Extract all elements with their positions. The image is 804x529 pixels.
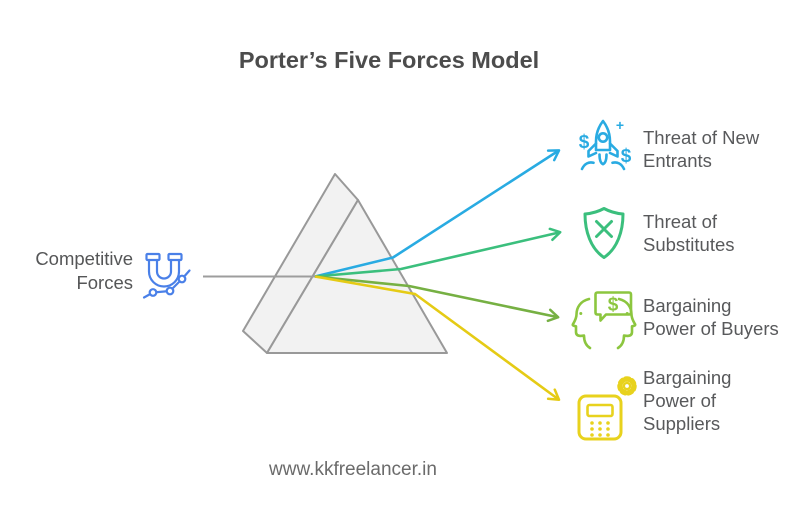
- eye-dot: [625, 312, 629, 315]
- label-line: Threat of New: [643, 127, 760, 148]
- prism-icon: [242, 173, 448, 354]
- label-bargaining-power-of-buyers: Bargaining Power of Buyers: [643, 294, 779, 340]
- ray-threat-new-entrants: [314, 149, 561, 278]
- label-line: Power of: [643, 390, 717, 411]
- plus-glyph: +: [616, 117, 624, 133]
- gear-hole: [622, 381, 632, 391]
- calculator-keys: [590, 421, 610, 437]
- dollar-glyph: $: [621, 146, 632, 167]
- ray-threat-substitutes: [314, 227, 562, 278]
- label-line: Threat of: [643, 211, 718, 232]
- rocket-dollars-icon: $ $ +: [579, 117, 632, 171]
- competitive-forces-line1: Competitive: [35, 248, 133, 269]
- competitive-forces-label: Competitive Forces: [18, 247, 133, 294]
- shield-x-icon: [583, 207, 625, 259]
- competitive-forces-line2: Forces: [76, 271, 133, 293]
- label-line: Entrants: [643, 150, 712, 171]
- magnet-chart-icon: [142, 252, 191, 299]
- label-line: Suppliers: [643, 413, 721, 434]
- label-line: Substitutes: [643, 234, 735, 255]
- dollar-glyph: $: [579, 132, 590, 153]
- negotiation-faces-icon: $: [571, 291, 637, 350]
- label-line: Bargaining: [643, 367, 732, 388]
- label-threat-of-new-entrants: Threat of New Entrants: [643, 126, 759, 172]
- eye-dot: [579, 312, 583, 315]
- calculator-gear-icon: [577, 376, 637, 441]
- label-threat-of-substitutes: Threat of Substitutes: [643, 210, 735, 256]
- website-footer: www.kkfreelancer.in: [269, 459, 437, 480]
- label-line: Power of Buyers: [643, 318, 779, 339]
- label-line: Bargaining: [643, 295, 732, 316]
- page-title: Porter’s Five Forces Model: [238, 47, 540, 73]
- calculator-display: [586, 403, 614, 418]
- gear-teeth: [617, 376, 637, 396]
- calculator-body: [577, 394, 623, 441]
- ray-bargaining-buyers: [314, 275, 560, 323]
- label-bargaining-power-of-suppliers: Bargaining Power of Suppliers: [643, 366, 731, 435]
- dollar-glyph: $: [608, 295, 619, 316]
- ray-bargaining-suppliers: [314, 275, 561, 401]
